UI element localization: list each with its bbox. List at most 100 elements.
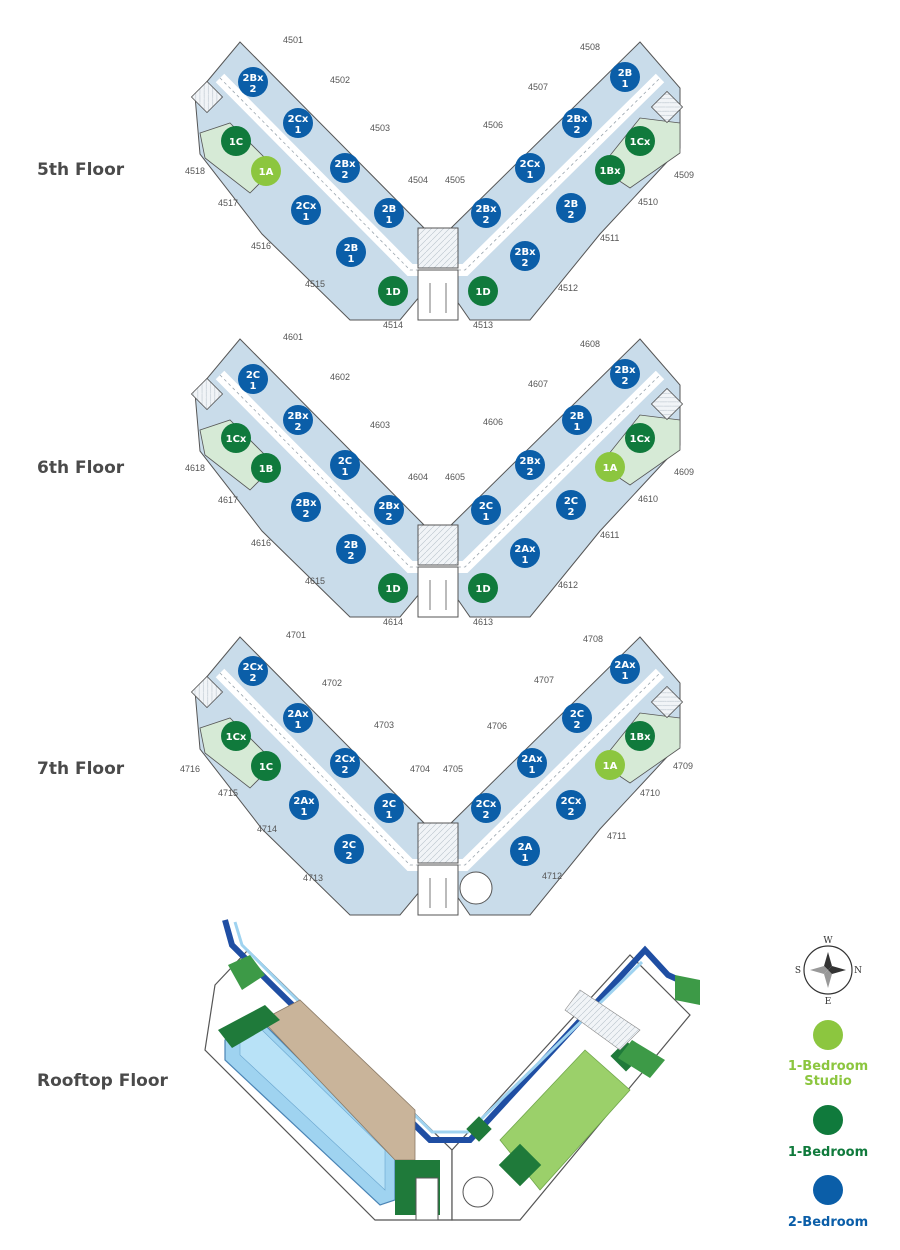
unit-badge-4611[interactable]: 2C2	[556, 490, 586, 520]
unit-type-code: 2C	[342, 840, 356, 851]
unit-bath-count: 1	[386, 215, 393, 226]
unit-badge-4508[interactable]: 2B1	[610, 62, 640, 92]
unit-number-4616: 4616	[251, 538, 271, 548]
unit-badge-4712[interactable]: 2A1	[510, 836, 540, 866]
unit-type-code: 2Cx	[296, 201, 317, 212]
unit-type-dot	[471, 198, 501, 228]
unit-badge-4513[interactable]: 1D	[468, 276, 498, 306]
unit-badge-4518[interactable]: 1C	[221, 126, 251, 156]
unit-type-code: 2Cx	[476, 799, 497, 810]
stair-left	[190, 675, 224, 709]
unit-badge-4614[interactable]: 1D	[378, 573, 408, 603]
unit-badge-4607[interactable]: 2B1	[562, 405, 592, 435]
unit-badge-4504[interactable]: 2B1	[374, 198, 404, 228]
unit-type-dot	[378, 573, 408, 603]
unit-bath-count: 1	[527, 170, 534, 181]
unit-badge-4514[interactable]: 1D	[378, 276, 408, 306]
unit-number-4508: 4508	[580, 42, 600, 52]
unit-type-dot	[238, 364, 268, 394]
floor-7-plan: 7th Floor 2Cx247012Ax147022Cx247032C1470…	[37, 630, 693, 916]
unit-bath-count: 1	[522, 853, 529, 864]
unit-type-code: 1C	[229, 137, 243, 148]
rooftop-building	[204, 919, 700, 1221]
floor-7-building: 2Cx247012Ax147022Cx247032C147042Cx247052…	[180, 630, 693, 916]
unit-badge-4615[interactable]: 2B2	[336, 534, 366, 564]
unit-badge-4510[interactable]: 1Bx	[595, 155, 625, 185]
unit-badge-4710[interactable]: 1A	[595, 750, 625, 780]
unit-number-4510: 4510	[638, 197, 658, 207]
unit-type-code: 2B	[344, 243, 359, 254]
unit-bath-count: 2	[483, 810, 490, 821]
unit-badge-4601[interactable]: 2C1	[238, 364, 268, 394]
unit-type-code: 1Cx	[226, 732, 247, 743]
unit-number-4513: 4513	[473, 320, 493, 330]
unit-badge-4511[interactable]: 2B2	[556, 193, 586, 223]
unit-badge-4603[interactable]: 2C1	[330, 450, 360, 480]
legend-one-bed-swatch	[813, 1105, 843, 1135]
unit-number-4716: 4716	[180, 764, 200, 774]
lift-core	[417, 864, 459, 916]
unit-badge-4713[interactable]: 2C2	[334, 834, 364, 864]
unit-badge-4515[interactable]: 2B1	[336, 237, 366, 267]
unit-type-code: 1D	[385, 287, 400, 298]
unit-badge-4617[interactable]: 1B	[251, 453, 281, 483]
unit-type-dot	[291, 492, 321, 522]
unit-type-dot	[251, 453, 281, 483]
unit-number-4715: 4715	[218, 788, 238, 798]
floor-5-title: 5th Floor	[37, 160, 125, 180]
unit-number-4702: 4702	[322, 678, 342, 688]
unit-badge-4709[interactable]: 1Bx	[625, 721, 655, 751]
unit-badge-4618[interactable]: 1Cx	[221, 423, 251, 453]
unit-badge-4509[interactable]: 1Cx	[625, 126, 655, 156]
unit-bath-count: 2	[346, 851, 353, 862]
pool-deck	[261, 999, 416, 1161]
unit-type-code: 2Ax	[514, 544, 536, 555]
unit-badge-4609[interactable]: 1Cx	[625, 423, 655, 453]
unit-number-4514: 4514	[383, 320, 403, 330]
unit-badge-4610[interactable]: 1A	[595, 452, 625, 482]
unit-type-code: 2Ax	[521, 754, 543, 765]
unit-number-4710: 4710	[640, 788, 660, 798]
unit-type-legend: 1-Bedroom Studio 1-Bedroom 2-Bedroom	[788, 1020, 868, 1230]
unit-number-4517: 4517	[218, 198, 238, 208]
unit-badge-4707[interactable]: 2C2	[562, 703, 592, 733]
unit-type-code: 2C	[246, 370, 260, 381]
stair-left	[190, 80, 224, 114]
unit-number-4713: 4713	[303, 873, 323, 883]
unit-badge-4605[interactable]: 2C1	[471, 495, 501, 525]
unit-number-4613: 4613	[473, 617, 493, 627]
garden-left-1	[218, 1005, 280, 1048]
unit-type-code: 2Cx	[335, 754, 356, 765]
unit-badge-4704[interactable]: 2C1	[374, 793, 404, 823]
unit-badge-4613[interactable]: 1D	[468, 573, 498, 603]
unit-badge-4715[interactable]: 1C	[251, 751, 281, 781]
legend-studio-swatch	[813, 1020, 843, 1050]
unit-type-dot	[291, 195, 321, 225]
legend-two-bed-label: 2-Bedroom	[788, 1215, 868, 1230]
unit-badge-4517[interactable]: 1A	[251, 156, 281, 186]
unit-number-4615: 4615	[305, 576, 325, 586]
unit-badge-4716[interactable]: 1Cx	[221, 721, 251, 751]
